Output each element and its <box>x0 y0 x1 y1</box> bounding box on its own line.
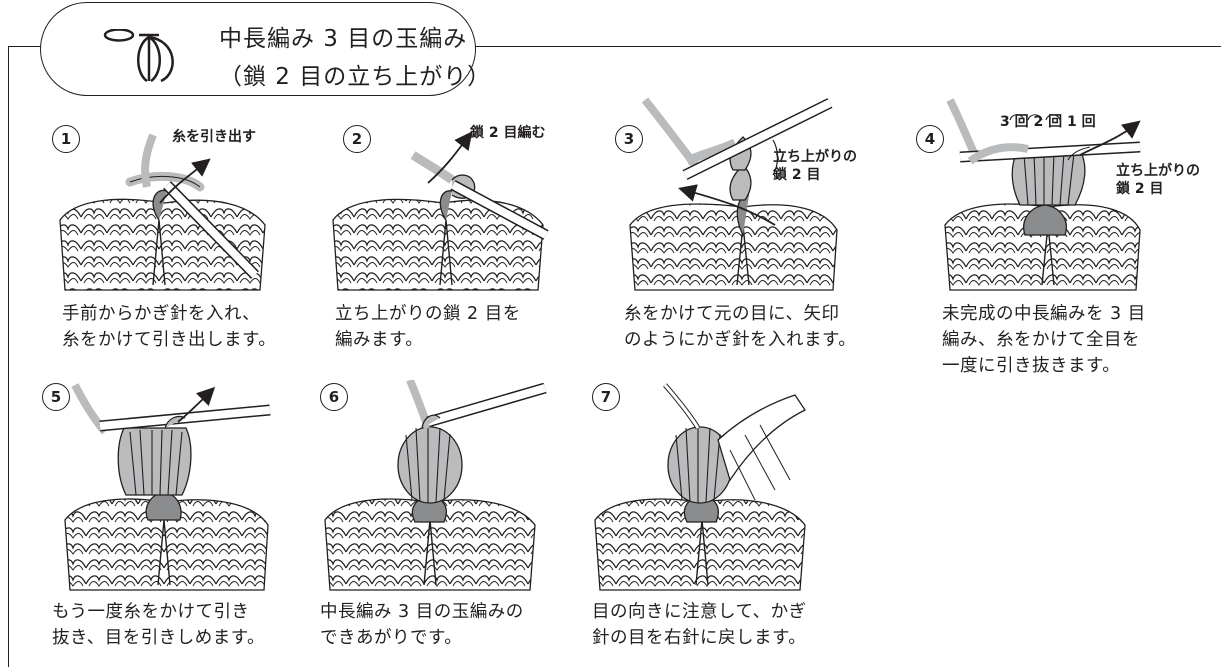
step-4-label-1: 立ち上がりの <box>1116 163 1200 179</box>
step-4-number: 4 <box>916 125 944 153</box>
step-7-caption-2: 針の目を右針に戻します。 <box>592 628 807 648</box>
step-6-number: 6 <box>320 383 348 411</box>
step-5-caption-1: もう一度糸をかけて引き <box>52 602 250 622</box>
title-line-1: 中長編み 3 目の玉編み <box>219 26 468 52</box>
diagram-frame <box>8 46 1221 667</box>
step-3-illustration <box>629 97 838 291</box>
step-7-caption-1: 目の向きに注意して、かぎ <box>592 602 807 622</box>
step-3-label-2: 鎖 2 目 <box>773 167 821 183</box>
step-3-caption-2: のようにかぎ針を入れます。 <box>624 330 857 350</box>
step-1-caption-1: 手前からかぎ針を入れ、 <box>62 304 261 324</box>
step-4-caption-3: 一度に引き抜きます。 <box>942 356 1121 376</box>
step-1-caption-2: 糸をかけて引き出します。 <box>62 330 277 350</box>
step-4-caption-2: 編み、糸をかけて全目を <box>942 330 1140 350</box>
step-1-number: 1 <box>52 125 80 153</box>
step-6-illustration <box>324 380 547 591</box>
step-4-label-2: 鎖 2 目 <box>1116 181 1164 197</box>
step-3-caption-1: 糸をかけて元の目に、矢印 <box>624 304 840 324</box>
step-5-illustration <box>64 383 271 591</box>
step-4-count-label: 3 回 2 回 1 回 <box>1000 114 1096 130</box>
title-badge: 中長編み 3 目の玉編み （鎖 2 目の立ち上がり） <box>40 2 490 96</box>
step-2-number: 2 <box>343 125 371 153</box>
step-2-illustration <box>332 131 549 291</box>
step-1-illustration <box>59 133 266 291</box>
step-3-number: 3 <box>615 125 643 153</box>
step-2-caption-1: 立ち上がりの鎖 2 目を <box>335 304 521 324</box>
step-2-caption-2: 編みます。 <box>335 330 424 350</box>
step-2-label: 鎖 2 目編む <box>470 125 546 141</box>
step-7-number: 7 <box>592 383 620 411</box>
step-7-illustration <box>594 383 806 591</box>
step-3-label-1: 立ち上がりの <box>773 149 857 165</box>
step-5-caption-2: 抜き、目を引きしめます。 <box>52 628 266 648</box>
step-4-illustration <box>944 98 1141 291</box>
step-4-caption-1: 未完成の中長編みを 3 目 <box>942 304 1146 324</box>
step-1-label: 糸を引き出す <box>172 129 256 145</box>
title-line-2: （鎖 2 目の立ち上がり） <box>219 64 492 90</box>
step-6-caption-2: できあがりです。 <box>320 628 463 648</box>
step-6-caption-1: 中長編み 3 目の玉編みの <box>320 602 524 622</box>
hdc-cluster-symbol-icon <box>103 29 174 83</box>
step-5-number: 5 <box>42 383 70 411</box>
